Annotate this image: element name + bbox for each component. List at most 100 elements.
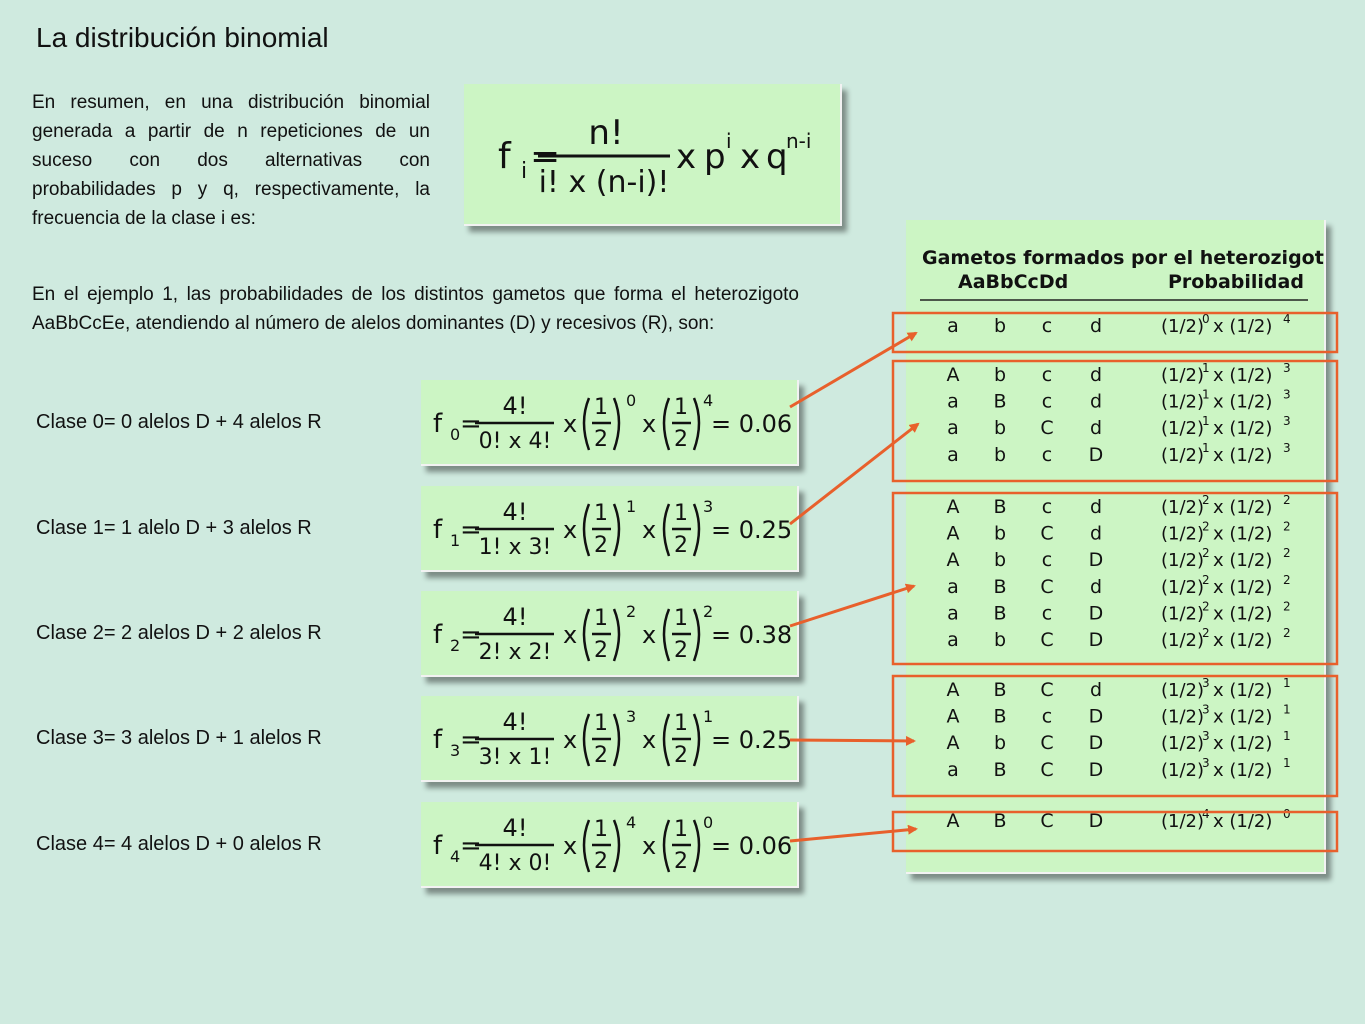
prob-base: (1/2) bbox=[1161, 811, 1204, 832]
prob-times: x (1/2) bbox=[1213, 707, 1272, 728]
allele-cell: D bbox=[1089, 444, 1104, 466]
allele-cell: c bbox=[1042, 315, 1052, 337]
allele-cell: a bbox=[947, 391, 959, 413]
prob-exponent-2: 2 bbox=[1283, 546, 1291, 560]
allele-cell: b bbox=[994, 732, 1006, 754]
prob-times: x (1/2) bbox=[1213, 365, 1272, 386]
left-paren bbox=[662, 503, 671, 557]
formula-numerator: 4! bbox=[503, 708, 528, 736]
allele-cell: A bbox=[947, 364, 960, 386]
prob-base: (1/2) bbox=[1161, 577, 1204, 598]
allele-cell: B bbox=[993, 496, 1006, 518]
prob-times: x (1/2) bbox=[1213, 603, 1272, 624]
arrow-class-2 bbox=[789, 583, 916, 628]
exponent-2: 3 bbox=[703, 497, 713, 516]
right-paren bbox=[612, 503, 621, 557]
allele-cell: d bbox=[1090, 523, 1102, 545]
half-numerator: 1 bbox=[594, 606, 608, 631]
allele-cell: b bbox=[994, 315, 1006, 337]
formula-f: f bbox=[433, 620, 443, 650]
allele-cell: A bbox=[947, 549, 960, 571]
allele-cell: C bbox=[1040, 576, 1053, 598]
formula-lhs-subscript: i bbox=[521, 159, 527, 184]
exponent-2: 0 bbox=[703, 813, 713, 832]
prob-exponent-2: 2 bbox=[1283, 520, 1291, 534]
allele-cell: B bbox=[993, 391, 1006, 413]
prob-exponent-1: 4 bbox=[1202, 807, 1210, 821]
allele-cell: d bbox=[1090, 576, 1102, 598]
left-paren bbox=[582, 397, 591, 451]
example-paragraph: En el ejemplo 1, las probabilidades de l… bbox=[32, 284, 799, 334]
half-numerator: 1 bbox=[674, 395, 688, 420]
formula-f: f bbox=[433, 725, 443, 755]
prob-exponent-2: 3 bbox=[1283, 441, 1291, 455]
half-numerator: 1 bbox=[594, 395, 608, 420]
prob-exponent-1: 1 bbox=[1202, 414, 1210, 428]
half-numerator: 1 bbox=[594, 711, 608, 736]
gametes-table-graphic: Gametos formados por el heterozigoto AaB… bbox=[920, 247, 1324, 832]
prob-exponent-1: 1 bbox=[1202, 388, 1210, 402]
table-header-probability: Probabilidad bbox=[1168, 271, 1304, 293]
allele-cell: a bbox=[947, 759, 959, 781]
table-header-title: Gametos formados por el heterozigoto bbox=[922, 247, 1324, 269]
prob-exponent-2: 2 bbox=[1283, 599, 1291, 613]
prob-base: (1/2) bbox=[1161, 680, 1204, 701]
right-paren bbox=[612, 819, 621, 873]
formula-result: = 0.06 bbox=[711, 410, 792, 438]
left-paren bbox=[662, 608, 671, 662]
allele-cell: B bbox=[993, 679, 1006, 701]
prob-exponent-2: 3 bbox=[1283, 388, 1291, 402]
formula-times: x bbox=[642, 410, 656, 438]
allele-cell: a bbox=[947, 417, 959, 439]
allele-cell: c bbox=[1042, 549, 1052, 571]
allele-cell: D bbox=[1089, 759, 1104, 781]
formula-result: = 0.38 bbox=[711, 621, 792, 649]
allele-cell: D bbox=[1089, 629, 1104, 651]
allele-cell: d bbox=[1090, 364, 1102, 386]
left-paren bbox=[662, 713, 671, 767]
formula-numerator: 4! bbox=[503, 392, 528, 420]
allele-cell: A bbox=[947, 732, 960, 754]
prob-exponent-1: 3 bbox=[1202, 676, 1210, 690]
formula-times: x bbox=[642, 726, 656, 754]
exponent-2: 4 bbox=[703, 391, 713, 410]
half-denominator: 2 bbox=[594, 638, 608, 663]
prob-exponent-2: 2 bbox=[1283, 493, 1291, 507]
arrow-class-1 bbox=[789, 422, 920, 526]
half-denominator: 2 bbox=[674, 743, 688, 768]
formula-numerator: 4! bbox=[503, 814, 528, 842]
formula-subscript: 3 bbox=[450, 741, 460, 760]
formula-result: = 0.25 bbox=[711, 726, 792, 754]
prob-exponent-1: 0 bbox=[1202, 312, 1210, 326]
prob-exponent-1: 1 bbox=[1202, 441, 1210, 455]
formula-equals: = bbox=[460, 515, 482, 545]
half-denominator: 2 bbox=[674, 427, 688, 452]
formula-p-exponent: i bbox=[726, 129, 732, 153]
formula-result: = 0.06 bbox=[711, 832, 792, 860]
arrow-class-3 bbox=[789, 735, 916, 746]
allele-cell: D bbox=[1089, 602, 1104, 624]
allele-cell: c bbox=[1042, 364, 1052, 386]
prob-exponent-2: 0 bbox=[1283, 807, 1291, 821]
prob-times: x (1/2) bbox=[1213, 811, 1272, 832]
exponent-2: 2 bbox=[703, 602, 713, 621]
formula-times: x bbox=[563, 516, 577, 544]
allele-cell: B bbox=[993, 706, 1006, 728]
left-paren bbox=[582, 819, 591, 873]
allele-cell: C bbox=[1040, 417, 1053, 439]
prob-times: x (1/2) bbox=[1213, 497, 1272, 518]
formula-equals: = bbox=[460, 831, 482, 861]
prob-times: x (1/2) bbox=[1213, 760, 1272, 781]
